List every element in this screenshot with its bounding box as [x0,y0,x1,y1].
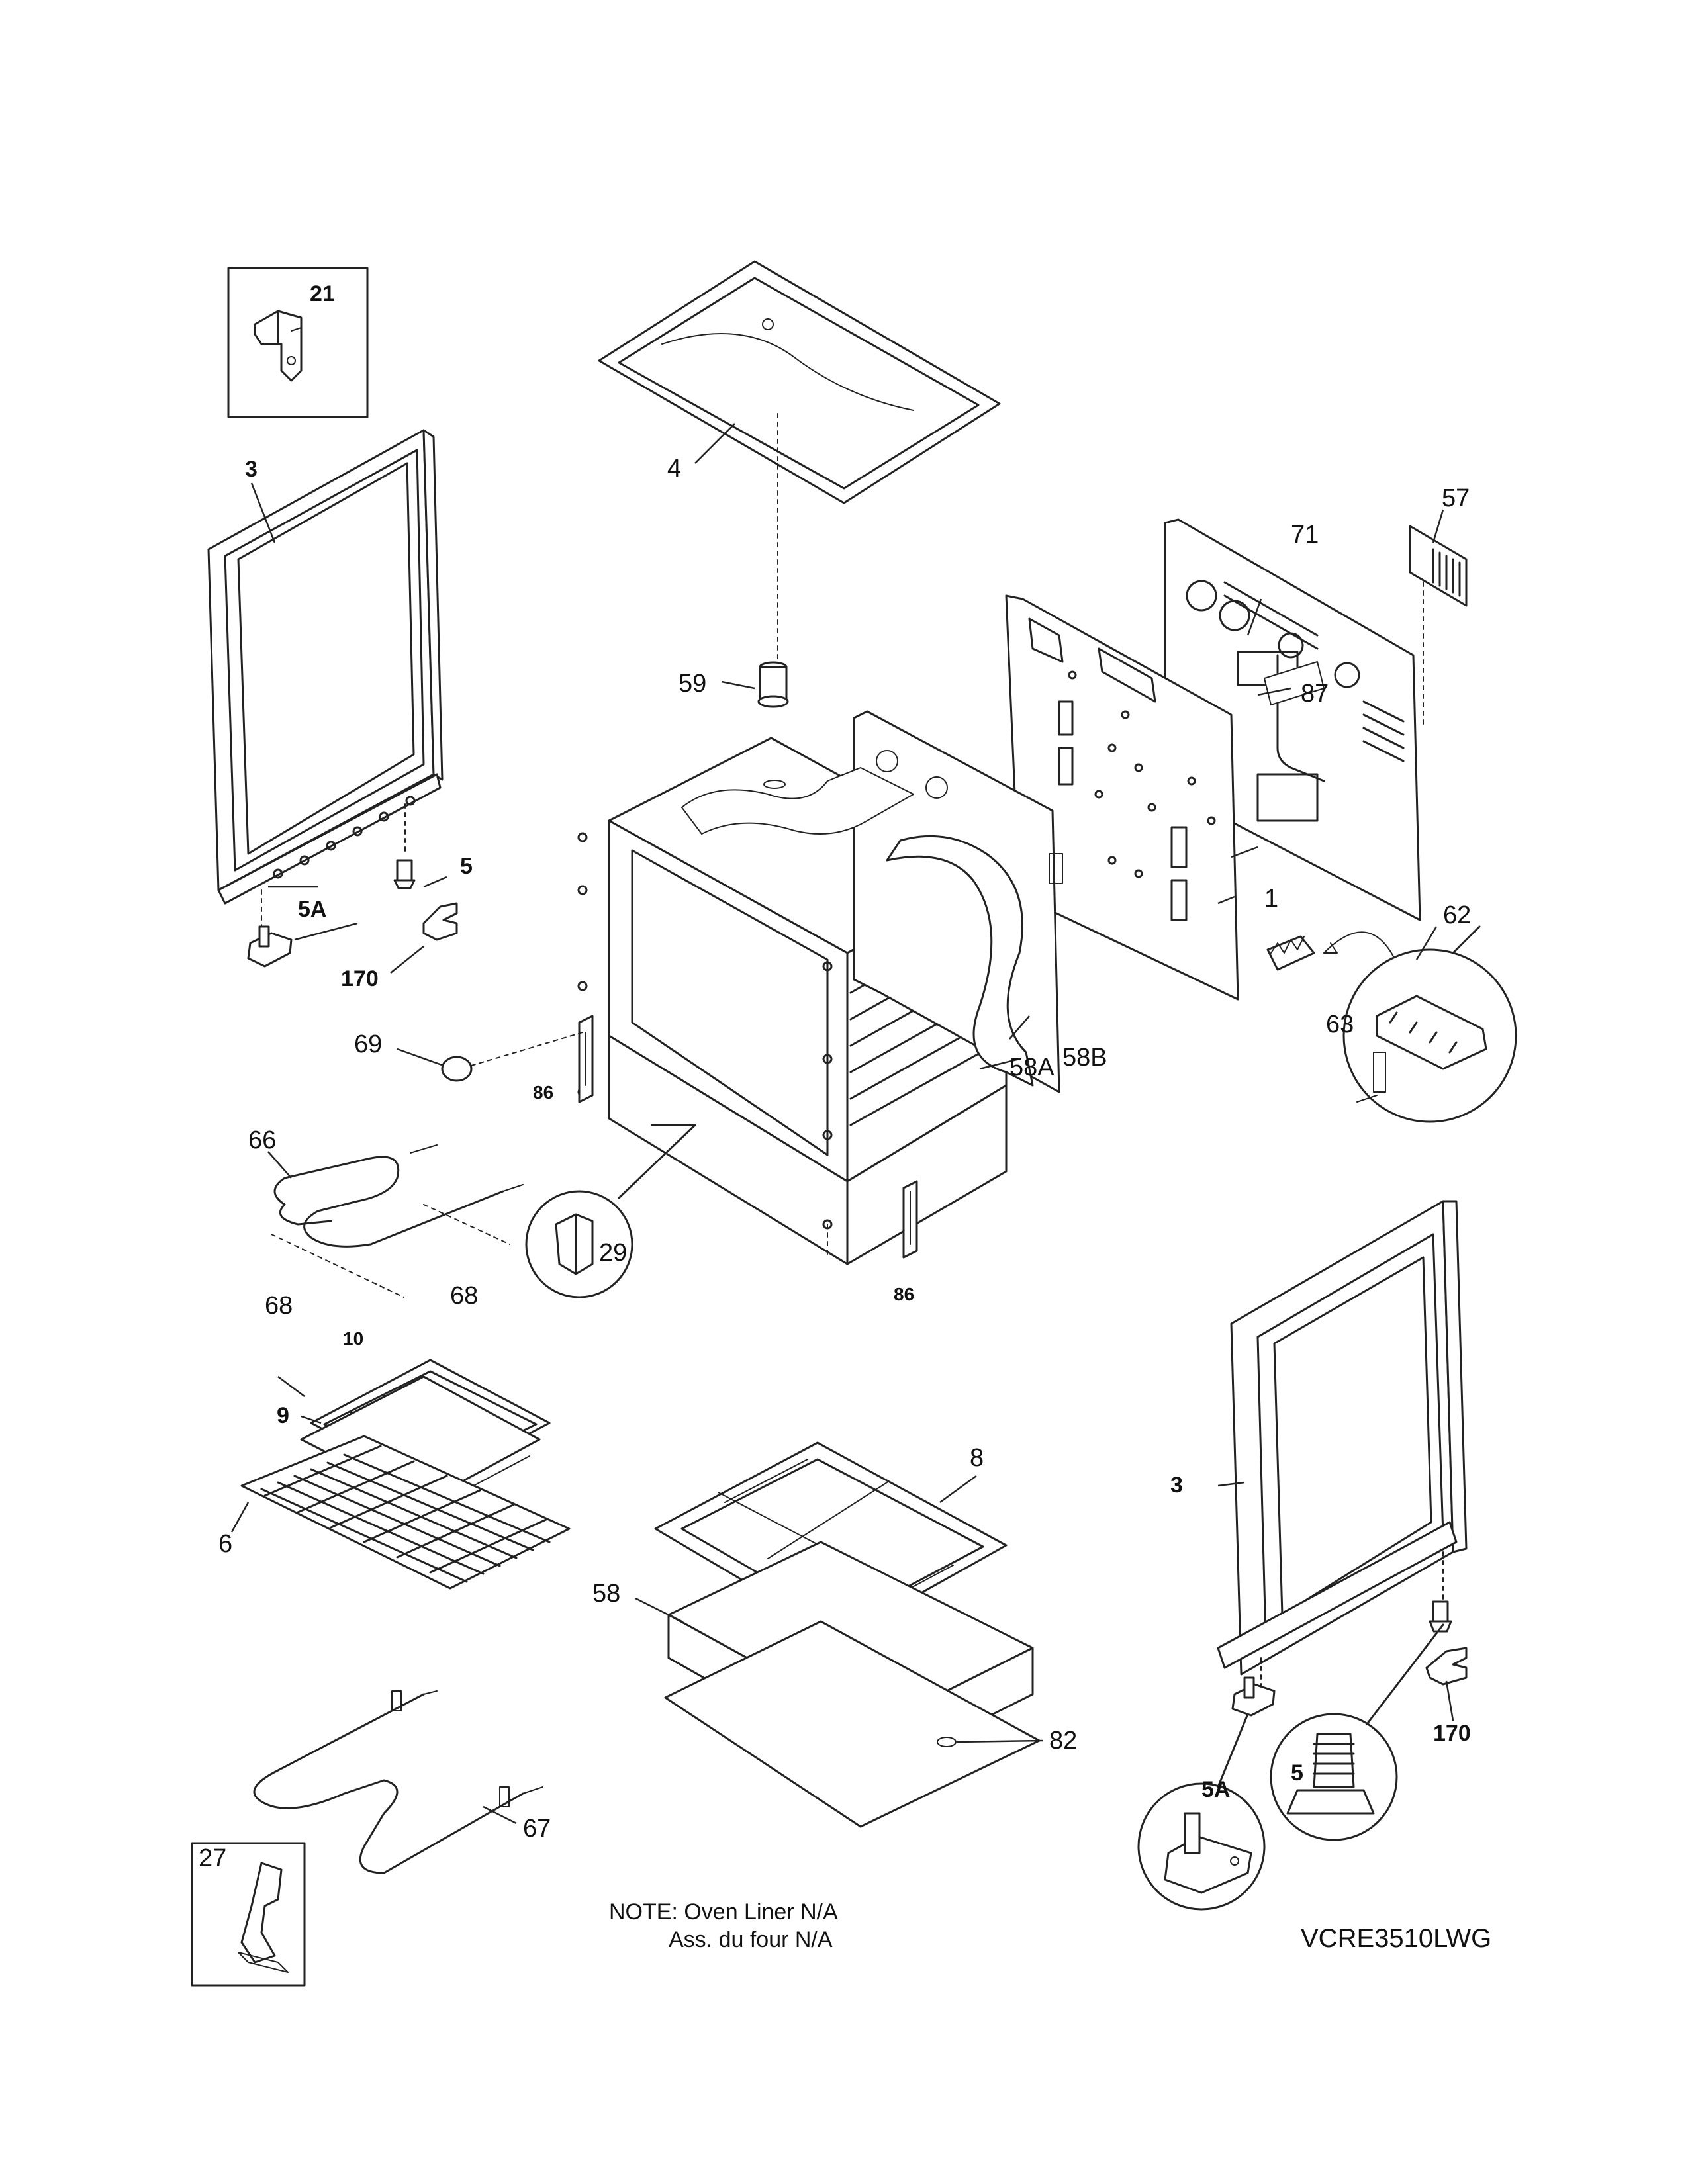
part-3-right-side-panel [1217,1200,1468,1705]
label-5a-right: 5A [1201,1777,1230,1802]
part-170-left-bracket [422,902,458,941]
part-170-right-bracket [1425,1647,1468,1686]
label-58a: 58A [1009,1054,1055,1081]
part-69-lamp-lens [441,1032,583,1082]
part-27-box [191,1842,306,1987]
callout-labels: 21 3 4 57 71 59 87 5 1 5A 62 170 63 69 8… [199,281,1471,1872]
label-5-right: 5 [1291,1760,1303,1786]
label-69: 69 [354,1030,382,1058]
part-62-detail-circle [1342,925,1517,1123]
label-29: 29 [599,1239,627,1267]
part-86-hinge-receiver-bottom [902,1180,918,1259]
label-63: 63 [1326,1011,1354,1038]
label-6: 6 [218,1530,232,1558]
part-59-vent-tube [757,661,789,708]
part-5-left-leveler [393,859,416,889]
part-57-vent-cover [1409,525,1468,729]
label-3-right: 3 [1170,1473,1183,1498]
part-66-broil-element [271,1144,524,1298]
label-86-left: 86 [533,1082,553,1103]
part-6-oven-rack [240,1435,571,1590]
part-87-bracket [1264,661,1325,705]
leader-lines [230,423,1454,1825]
label-21: 21 [310,281,335,306]
label-68-a: 68 [265,1292,293,1320]
part-86-hinge-receiver-left [578,1015,594,1103]
part-4-top-panel [598,260,1001,692]
part-67-bake-element [253,1690,543,1874]
label-87: 87 [1301,680,1329,707]
label-62: 62 [1443,901,1471,929]
label-59: 59 [679,670,706,698]
model-number: VCRE3510LWG [1301,1924,1491,1953]
part-29-detail-circle [525,1124,696,1298]
label-9: 9 [277,1403,289,1428]
note-line-1: NOTE: Oven Liner N/A [609,1899,838,1925]
part-5a-right-bracket [1231,1676,1276,1717]
label-27: 27 [199,1844,226,1872]
part-5a-detail-circle [1137,1713,1266,1911]
label-170-right: 170 [1433,1721,1471,1746]
label-66: 66 [248,1126,276,1154]
label-86-bottom: 86 [894,1284,914,1304]
label-3-left: 3 [245,457,258,482]
label-58b: 58B [1062,1044,1107,1071]
label-58: 58 [592,1580,620,1608]
note-line-2: Ass. du four N/A [669,1927,833,1952]
part-5-right-leveler [1429,1600,1452,1633]
label-5a-left: 5A [298,897,326,922]
label-5-left: 5 [460,854,473,879]
part-5a-left-bracket [247,925,293,968]
part-1-back-panel [1005,594,1239,1001]
part-5-detail-circle [1270,1623,1444,1841]
label-71: 71 [1291,521,1319,549]
label-4: 4 [667,455,681,482]
part-62-terminal-block [1266,931,1397,971]
oven-cavity-body [577,710,1063,1265]
label-1: 1 [1264,885,1278,913]
label-170-left: 170 [341,966,379,991]
label-67: 67 [523,1815,551,1843]
label-10: 10 [343,1328,363,1349]
label-57: 57 [1442,484,1470,512]
label-8: 8 [970,1444,984,1472]
label-68-b: 68 [450,1282,478,1310]
part-3-left-side-panel [207,429,444,940]
label-82: 82 [1049,1727,1077,1754]
part-21-box [227,267,369,418]
